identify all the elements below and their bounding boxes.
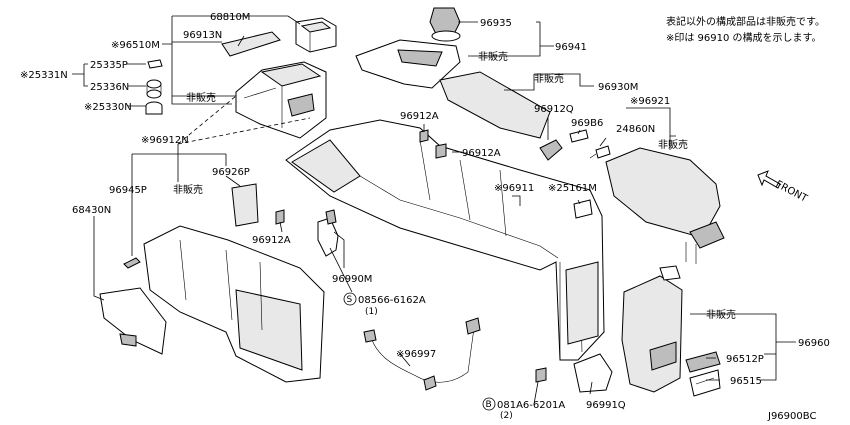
- storage-pocket-part: [99, 287, 167, 355]
- label-96912Q: 96912Q: [534, 104, 574, 115]
- label-68810M: 68810M: [210, 12, 250, 23]
- console-mat-part: [221, 31, 281, 57]
- label-96997: ※96997: [396, 349, 436, 360]
- bolt-part: [535, 367, 547, 383]
- label-hihanbai-c: 非販売: [478, 50, 508, 63]
- front-label: FRONT: [774, 179, 810, 205]
- label-hihanbai-a: 非販売: [186, 91, 216, 104]
- cup-holder-insert-part: [295, 17, 337, 53]
- clip-part: [123, 257, 141, 269]
- label-24860N: 24860N: [616, 124, 655, 135]
- label-08566-6162A: 08566-6162A: [358, 295, 426, 306]
- label-96941: 96941: [555, 42, 587, 53]
- rear-grille-part: [689, 369, 721, 397]
- label-96510M: ※96510M: [111, 40, 160, 51]
- label-96913N: 96913N: [183, 30, 222, 41]
- power-outlet-part: [145, 101, 163, 115]
- label-96911: ※96911: [494, 183, 534, 194]
- label-hihanbai-e: 非販売: [658, 138, 688, 151]
- side-trim-plate-part: [231, 183, 259, 227]
- note-line-1: 表記以外の構成部品は非販売です。: [666, 15, 825, 28]
- console-top-panel-part: [439, 71, 551, 139]
- label-96912N: ※96912N: [141, 135, 189, 146]
- circle-s-letter: S: [347, 295, 353, 305]
- note-line-2: ※印は 96910 の構成を示します。: [666, 31, 822, 44]
- socket-part: [146, 79, 162, 99]
- label-hihanbai-d: 非販売: [534, 72, 564, 85]
- circle-b-icon: B: [482, 397, 496, 411]
- screw-a-part: [419, 129, 429, 143]
- console-side-housing-part: [143, 225, 325, 383]
- switch-part: [573, 199, 593, 219]
- label-96991Q: 96991Q: [586, 400, 626, 411]
- shift-boot-part: [429, 7, 461, 42]
- label-96930M: 96930M: [598, 82, 638, 93]
- label-96921: ※96921: [630, 96, 670, 107]
- circle-b-letter: B: [486, 400, 492, 410]
- armrest-lid-part: [605, 147, 725, 264]
- diagram-id: J96900BC: [767, 411, 816, 422]
- label-96945P: 96945P: [109, 185, 147, 196]
- label-96515: 96515: [730, 376, 762, 387]
- label-081A6-qty: (2): [500, 411, 513, 421]
- rear-console-panel-part: [621, 265, 683, 393]
- screw-c-part: [275, 209, 285, 225]
- bracket-part: [317, 209, 339, 257]
- circle-s-icon: S: [343, 292, 357, 306]
- label-hihanbai-b: 非販売: [173, 183, 203, 196]
- harness-plug-part: [589, 145, 611, 159]
- label-25161M: ※25161M: [548, 183, 597, 194]
- shifter-finisher-part: [355, 39, 461, 89]
- console-lid-finisher-part: [539, 139, 563, 161]
- label-25336N: 25336N: [90, 82, 129, 93]
- label-25335P: 25335P: [90, 60, 128, 71]
- label-081A6-6201A: 081A6-6201A: [497, 400, 565, 411]
- rear-bracket-part: [573, 353, 613, 393]
- front-arrow-icon: [757, 170, 781, 189]
- label-68430N: 68430N: [72, 205, 111, 216]
- label-96935: 96935: [480, 18, 512, 29]
- console-harness-part: [363, 317, 481, 391]
- usb-connector-part: [569, 129, 589, 143]
- label-96912A-mid: 96912A: [462, 148, 501, 159]
- socket-cap-part: [147, 59, 163, 69]
- label-25331N: ※25331N: [20, 70, 68, 81]
- label-hihanbai-f: 非販売: [706, 308, 736, 321]
- label-96926P: 96926P: [212, 167, 250, 178]
- label-96960: 96960: [798, 338, 830, 349]
- center-console-body-part: [285, 119, 605, 361]
- screw-b-part: [435, 143, 447, 159]
- label-25330N: ※25330N: [84, 102, 132, 113]
- rear-vent-part: [685, 351, 721, 373]
- label-96912A-left: 96912A: [252, 235, 291, 246]
- label-969B6: 969B6: [571, 118, 603, 129]
- front-console-tray-part: [235, 61, 327, 139]
- label-96512P: 96512P: [726, 354, 764, 365]
- label-96990M: 96990M: [332, 274, 372, 285]
- label-96912A-top: 96912A: [400, 111, 439, 122]
- label-08566-qty: (1): [365, 307, 378, 317]
